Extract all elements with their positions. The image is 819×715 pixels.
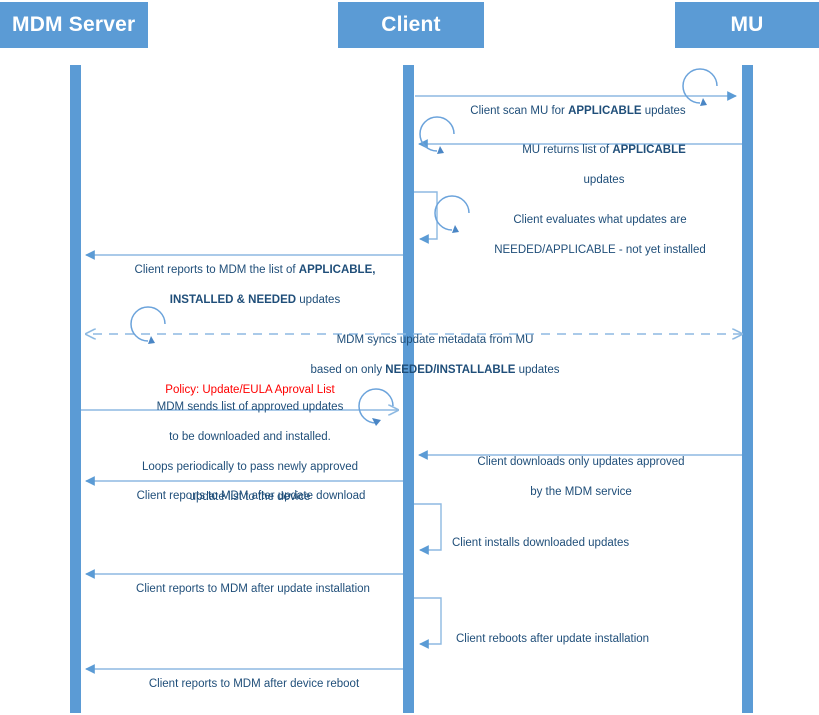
m9-line1: Client installs downloaded updates bbox=[452, 537, 630, 549]
message-label-m6: MDM sends list of approved updates to be… bbox=[90, 385, 410, 505]
message-label-m1: Client scan MU for APPLICABLE updates bbox=[462, 89, 694, 119]
message-label-m2: MU returns list of APPLICABLE updates bbox=[480, 128, 728, 188]
actor-header-client[interactable]: Client bbox=[338, 2, 484, 48]
m2-seg3: updates bbox=[583, 174, 625, 186]
m4-seg1: Client reports to MDM the list of bbox=[134, 264, 299, 276]
loop-icon-m3 bbox=[434, 195, 470, 233]
m12-line1: Client reports to MDM after device reboo… bbox=[148, 678, 360, 690]
lifeline-client bbox=[403, 65, 414, 713]
m6-line3: Loops periodically to pass newly approve… bbox=[141, 461, 359, 473]
m1-seg1: Client scan MU for bbox=[470, 105, 569, 117]
policy-label-m6: Policy: Update/EULA Aproval List bbox=[100, 368, 400, 398]
m6-line4: update list to the device bbox=[189, 491, 311, 503]
lifeline-mdm-server bbox=[70, 65, 81, 713]
message-label-m11: Client reboots after update installation bbox=[456, 617, 716, 647]
m4-seg4: updates bbox=[296, 294, 341, 306]
m2-seg1: MU returns list of bbox=[522, 144, 613, 156]
loop-icon-m2 bbox=[419, 116, 455, 154]
m7-line2: by the MDM service bbox=[530, 486, 632, 498]
message-label-m9: Client installs downloaded updates bbox=[452, 521, 702, 551]
m1-seg2-bold: APPLICABLE bbox=[568, 105, 642, 117]
message-label-m3: Client evaluates what updates are NEEDED… bbox=[480, 198, 720, 258]
loop-icon-m5 bbox=[130, 306, 166, 344]
message-label-m8: Client reports to MDM after update downl… bbox=[112, 474, 390, 504]
arrow-m3-client-evaluates bbox=[414, 191, 438, 244]
lifeline-mu bbox=[742, 65, 753, 713]
message-label-m7: Client downloads only updates approved b… bbox=[458, 440, 704, 500]
arrow-m9-client-installs-updates bbox=[414, 503, 442, 555]
m5-line1: MDM syncs update metadata from MU bbox=[336, 334, 534, 346]
m5-seg2-bold: NEEDED/INSTALLABLE bbox=[385, 364, 516, 376]
m1-seg3: updates bbox=[641, 105, 686, 117]
loop-icon-m6 bbox=[358, 388, 394, 426]
m2-seg2-bold: APPLICABLE bbox=[612, 144, 686, 156]
m6-line1: MDM sends list of approved updates bbox=[156, 401, 344, 413]
actor-header-mdm-server[interactable]: MDM Server bbox=[0, 2, 148, 48]
m5-seg3: updates bbox=[515, 364, 560, 376]
loop-icon-m1 bbox=[682, 68, 718, 106]
arrow-m11-client-reboots bbox=[414, 597, 442, 649]
m7-line1: Client downloads only updates approved bbox=[477, 456, 685, 468]
actor-label-client: Client bbox=[381, 13, 441, 36]
m4-seg2-bold: APPLICABLE, bbox=[298, 264, 376, 276]
m8-line1: Client reports to MDM after update downl… bbox=[136, 490, 366, 502]
actor-label-mu: MU bbox=[730, 13, 764, 36]
message-label-m4: Client reports to MDM the list of APPLIC… bbox=[110, 248, 400, 308]
m6-policy-text: Policy: Update/EULA Aproval List bbox=[165, 384, 335, 396]
m3-line2: NEEDED/APPLICABLE - not yet installed bbox=[494, 244, 706, 256]
actor-label-mdm-server: MDM Server bbox=[12, 13, 136, 36]
m5-seg1: based on only bbox=[310, 364, 386, 376]
message-label-m5: MDM syncs update metadata from MU based … bbox=[285, 318, 585, 378]
m3-line1: Client evaluates what updates are bbox=[513, 214, 687, 226]
m6-line2: to be downloaded and installed. bbox=[169, 431, 331, 443]
m10-line1: Client reports to MDM after update insta… bbox=[136, 583, 370, 595]
message-label-m12: Client reports to MDM after device reboo… bbox=[118, 662, 390, 692]
message-label-m10: Client reports to MDM after update insta… bbox=[108, 567, 398, 597]
actor-header-mu[interactable]: MU bbox=[675, 2, 819, 48]
m4-seg3-bold: INSTALLED & NEEDED bbox=[169, 294, 297, 306]
m11-line1: Client reboots after update installation bbox=[456, 633, 650, 645]
